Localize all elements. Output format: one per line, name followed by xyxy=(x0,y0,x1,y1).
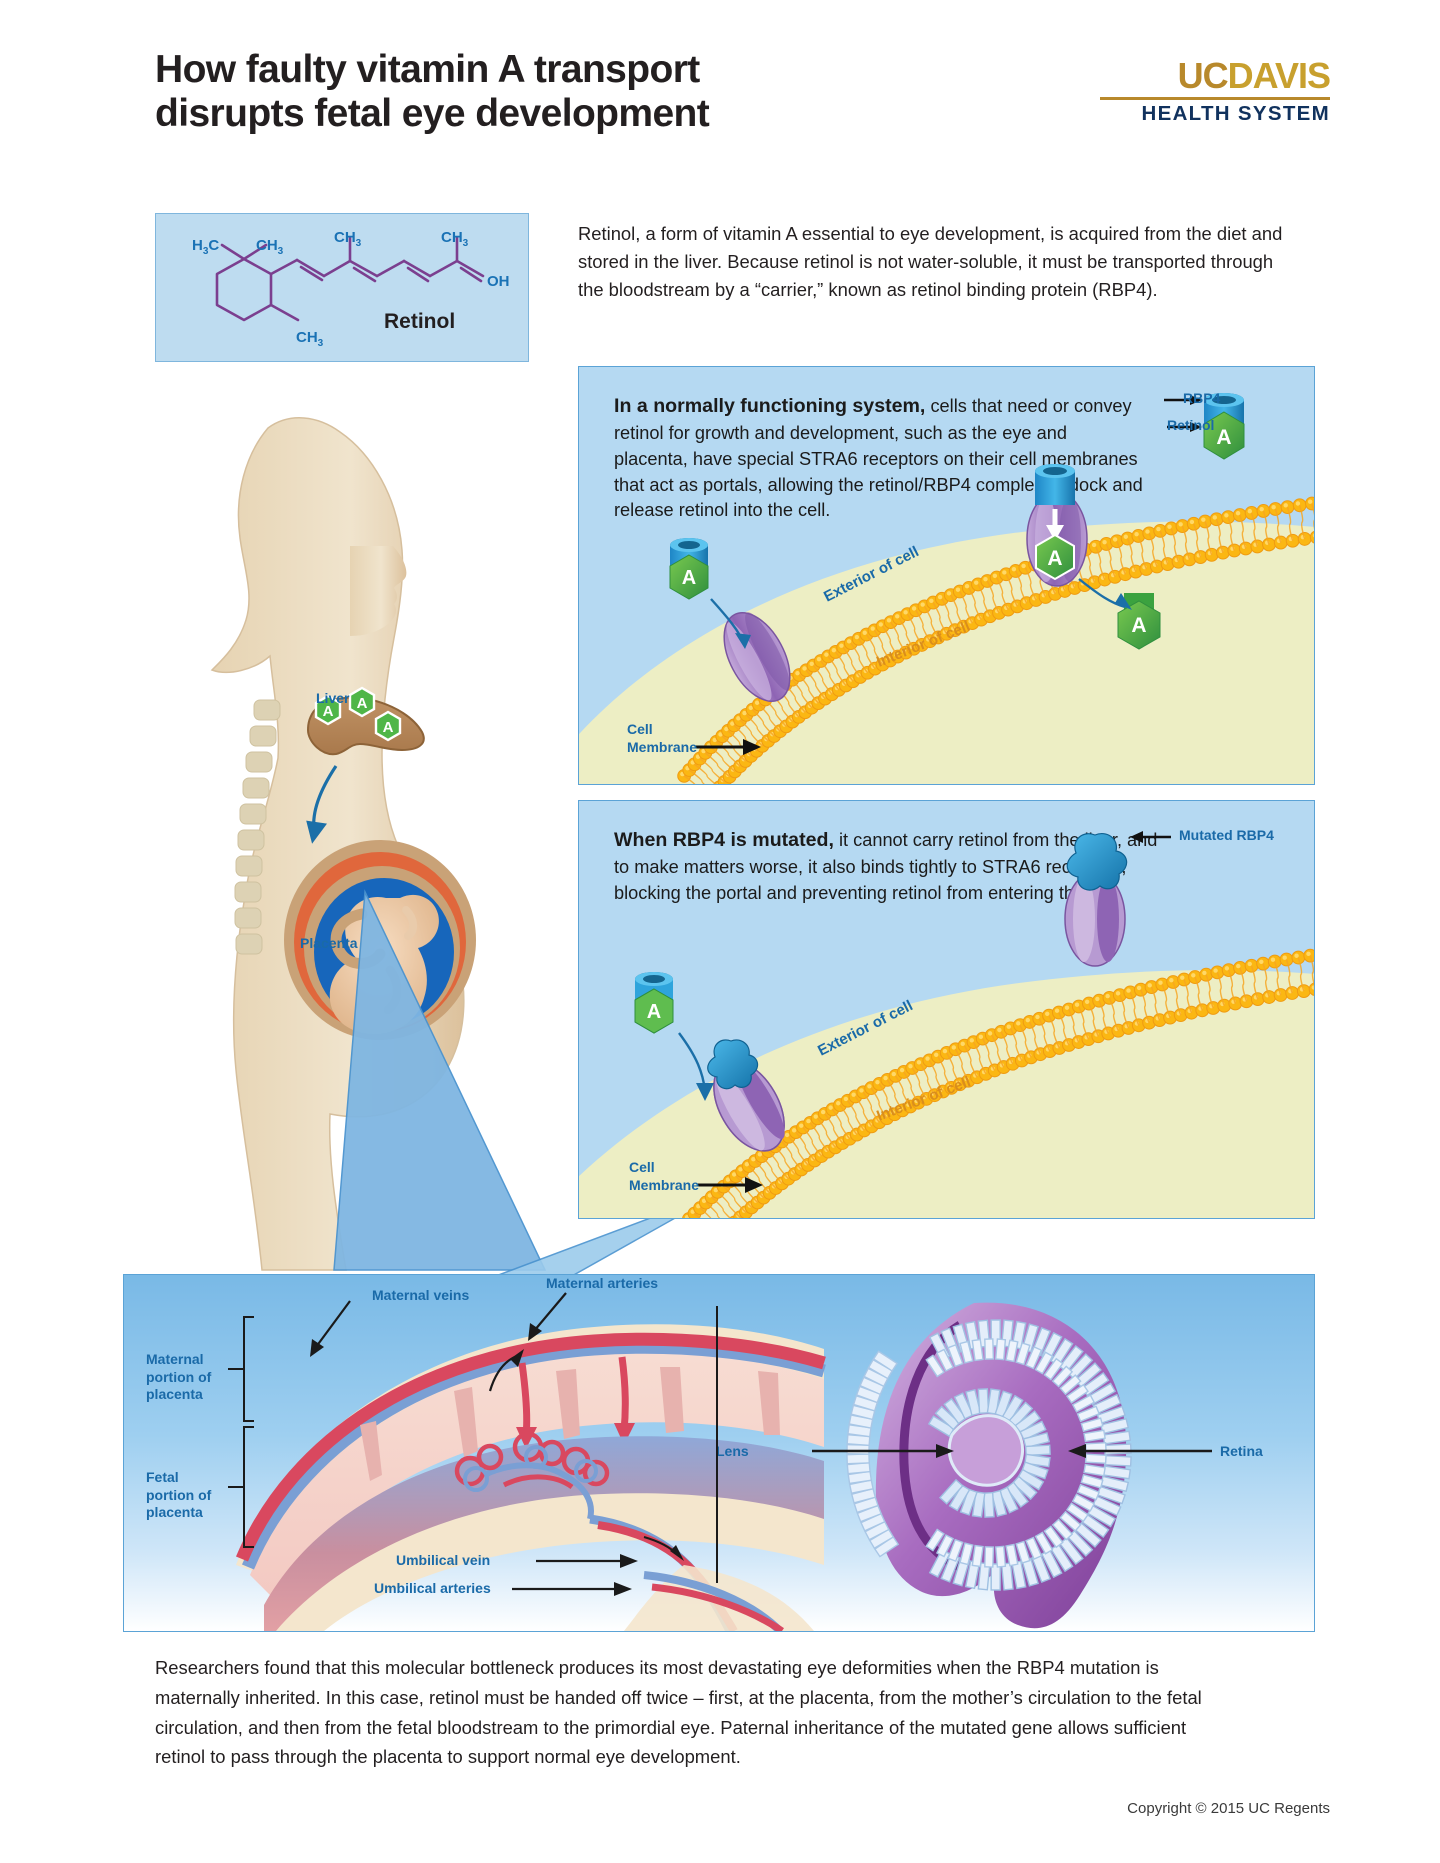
label-ch3-top1: CH3 xyxy=(256,237,284,257)
placenta-zoom-connector xyxy=(333,889,547,1271)
mutated-rbp4-label: Mutated RBP4 xyxy=(1179,827,1274,843)
panel2-cell-diagram: Exterior of cell Interior of cell xyxy=(579,831,1314,1218)
svg-text:A: A xyxy=(323,703,334,720)
liver-to-placenta-arrow xyxy=(306,765,338,844)
umbilical-arteries-label: Umbilical arteries xyxy=(374,1580,491,1596)
rbp4-retinol-legend-graphic: A xyxy=(1203,393,1245,460)
page-title: How faulty vitamin A transport disrupts … xyxy=(155,48,945,136)
silhouette-face-profile xyxy=(350,546,407,636)
logo-divider-rule xyxy=(1100,97,1330,100)
panel1-cell-diagram: Exterior of cell Interior of cell A xyxy=(579,393,1314,784)
retinol-legend-label: Retinol xyxy=(1167,417,1215,433)
normal-system-panel: In a normally functioning system, cells … xyxy=(578,366,1315,785)
panel1-body: cells that need or convey retinol for gr… xyxy=(614,396,1143,521)
placenta-cross-section xyxy=(228,1292,826,1631)
placenta-and-eye-panel: Maternal veins Maternal arteries Materna… xyxy=(123,1274,1315,1632)
label-h3c: H3C xyxy=(192,237,219,257)
retinol-molecule-diagram: H3C CH3 CH3 CH3 CH3 OH xyxy=(192,229,510,349)
vitamin-a-molecules-liver: A A A xyxy=(314,686,402,742)
maternal-arteries-label: Maternal arteries xyxy=(546,1275,659,1291)
panel3-vertical-divider xyxy=(716,1306,718,1583)
logo-wordmark: UCDAVIS xyxy=(1100,55,1331,96)
retinol-caption: Retinol xyxy=(384,310,456,333)
label-ch3-top3: CH3 xyxy=(441,229,469,249)
svg-text:A: A xyxy=(1047,547,1062,570)
maternal-veins-label: Maternal veins xyxy=(372,1287,470,1303)
panel2-text: When RBP4 is mutated, it cannot carry re… xyxy=(614,827,1174,907)
panel2-body: it cannot carry retinol from the liver, … xyxy=(614,830,1158,903)
mutated-rbp4-panel: When RBP4 is mutated, it cannot carry re… xyxy=(578,800,1315,1219)
rbp4-retinol-complex-free: A xyxy=(669,538,709,600)
lens-label: Lens xyxy=(716,1443,749,1459)
umbilical-vein-label: Umbilical vein xyxy=(396,1552,491,1568)
cell-membrane-label-1: Cell Membrane xyxy=(627,721,698,755)
release-arrow xyxy=(1078,578,1126,609)
panel1-text: In a normally functioning system, cells … xyxy=(614,393,1144,524)
lens-vesicle-cells xyxy=(927,1388,1051,1518)
logo-uc-text: UC xyxy=(1177,55,1229,96)
released-retinol-inside-cell: A xyxy=(1117,593,1161,650)
page-title-line2: disrupts fetal eye development xyxy=(155,92,710,136)
docked-rbp4-retinol-complex: A xyxy=(1026,464,1088,587)
retina-cells xyxy=(925,1319,1132,1591)
label-ch3-top2: CH3 xyxy=(334,229,362,249)
placenta-label: Placenta xyxy=(300,935,358,951)
cell-membrane-bilayer xyxy=(677,496,1314,784)
logo-davis-text: DAVIS xyxy=(1227,55,1331,96)
svg-text:A: A xyxy=(682,567,696,589)
cell-membrane-bilayer-2 xyxy=(682,948,1314,1218)
page-title-line1: How faulty vitamin A transport xyxy=(155,48,700,91)
closing-paragraph: Researchers found that this molecular bo… xyxy=(155,1657,1202,1768)
panel3-diagrams xyxy=(228,1292,1212,1631)
cell-membrane-label-2: Cell Membrane xyxy=(629,1159,700,1193)
lens-body xyxy=(947,1414,1025,1487)
logo-health-system-text: HEALTH SYSTEM xyxy=(1141,102,1330,125)
label-ch3-bottom: CH3 xyxy=(296,329,324,349)
retinol-structure-box: H3C CH3 CH3 CH3 CH3 OH Retinol xyxy=(155,213,529,362)
stra6-receptor-blocked-right xyxy=(1064,833,1128,967)
label-oh: OH xyxy=(487,273,510,290)
mutated-rbp4-blob-left xyxy=(707,1039,759,1090)
svg-text:A: A xyxy=(1216,426,1231,449)
svg-text:A: A xyxy=(647,1001,661,1023)
ucdavis-logo: UCDAVIS HEALTH SYSTEM xyxy=(1100,55,1331,125)
surface-ectoderm xyxy=(846,1350,900,1558)
panel2-lead: When RBP4 is mutated, xyxy=(614,829,834,851)
retina-label: Retina xyxy=(1220,1443,1263,1459)
svg-text:A: A xyxy=(357,695,368,712)
spine-vertebrae xyxy=(234,699,281,955)
fetal-portion-label: Fetal portion of placenta xyxy=(146,1469,212,1520)
maternal-portion-label: Maternal portion of placenta xyxy=(146,1351,212,1402)
blocked-retinol-molecule: A xyxy=(634,972,674,1034)
rbp4-legend-label: RBP4 xyxy=(1183,390,1221,406)
chorionic-villi xyxy=(454,1431,610,1520)
liver-label: Liver xyxy=(316,690,350,706)
mutated-rbp4-blob-right xyxy=(1066,833,1128,891)
panel1-lead: In a normally functioning system, xyxy=(614,395,926,417)
copyright-text: Copyright © 2015 UC Regents xyxy=(1127,1800,1330,1817)
blocked-entry-arrow xyxy=(678,1032,707,1092)
svg-text:A: A xyxy=(383,719,394,736)
intro-paragraph: Retinol, a form of vitamin A essential t… xyxy=(578,223,1283,300)
primordial-eye-diagram xyxy=(812,1302,1212,1629)
svg-text:A: A xyxy=(1131,614,1146,637)
